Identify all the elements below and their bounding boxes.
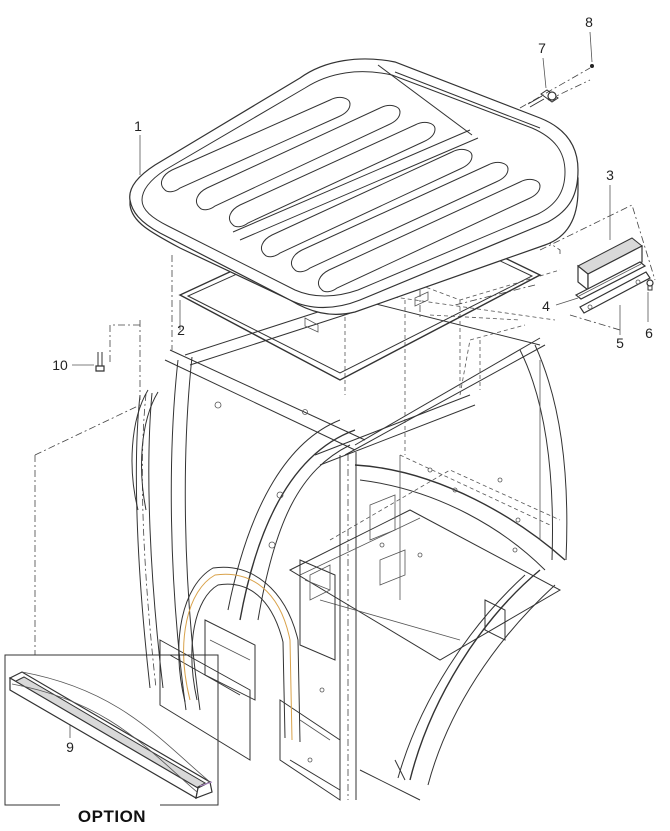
callout-10: 10 bbox=[52, 357, 68, 373]
option-box: OPTION bbox=[4, 654, 219, 826]
option-label: OPTION bbox=[78, 807, 146, 826]
callout-8: 8 bbox=[585, 14, 593, 30]
part-5-base-plate bbox=[579, 271, 651, 314]
callout-leaders bbox=[69, 31, 649, 738]
part-8-nut bbox=[590, 64, 594, 68]
callout-6: 6 bbox=[645, 325, 653, 341]
callout-1: 1 bbox=[134, 118, 142, 134]
callout-3: 3 bbox=[606, 167, 614, 183]
part-1-roof bbox=[129, 58, 579, 333]
part-7-bolt bbox=[527, 89, 559, 108]
part-10-screw bbox=[95, 352, 105, 372]
cab-frame bbox=[131, 269, 568, 801]
callout-7: 7 bbox=[538, 40, 546, 56]
callout-9: 9 bbox=[66, 739, 74, 755]
callout-2: 2 bbox=[177, 322, 185, 338]
part-4-gasket bbox=[574, 261, 647, 300]
assembly-leader-lines bbox=[34, 67, 656, 655]
callout-4: 4 bbox=[542, 298, 550, 314]
part-3-handle-cover bbox=[577, 237, 643, 292]
callout-numbers: 1 2 3 4 5 6 7 8 9 10 bbox=[52, 14, 653, 755]
callout-5: 5 bbox=[616, 335, 624, 351]
part-6-screw bbox=[646, 279, 654, 291]
part-9-strip bbox=[8, 671, 213, 799]
